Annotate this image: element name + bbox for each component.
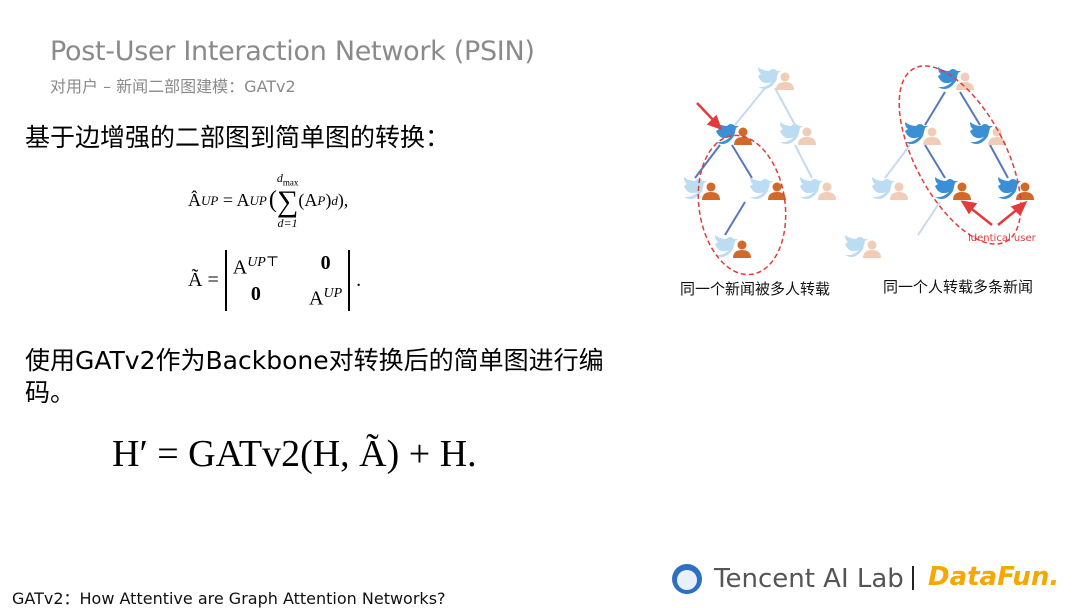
user-icon bbox=[734, 127, 752, 145]
a22-sup: UP bbox=[323, 285, 343, 301]
tencent-logo-text: Tencent AI Lab bbox=[714, 564, 904, 594]
news-bird-icon bbox=[938, 67, 961, 89]
user-icon bbox=[733, 240, 751, 258]
sum-bottom: d=1 bbox=[277, 216, 298, 231]
f2-lhs: Ã = bbox=[188, 269, 219, 292]
news-bird-icon bbox=[845, 235, 868, 257]
f1-rest2-sup: d bbox=[331, 192, 338, 208]
arrow-icon bbox=[696, 102, 1028, 226]
f2-end: . bbox=[356, 269, 362, 292]
user-icon bbox=[702, 182, 720, 200]
sum-top-sub: max bbox=[282, 177, 299, 188]
f1-lhs: Â bbox=[188, 190, 201, 211]
f1-eq: = A bbox=[218, 190, 250, 211]
news-bird-icon bbox=[998, 177, 1021, 199]
news-bird-icon bbox=[970, 122, 993, 144]
slide-subtitle: 对用户 – 新闻二部图建模：GATv2 bbox=[50, 77, 296, 96]
news-bird-icon bbox=[684, 177, 707, 199]
formula-gatv2: H′ = GATv2(H, Ã) + H. bbox=[112, 433, 477, 475]
news-bird-icon bbox=[935, 177, 958, 199]
highlight-ellipse-right bbox=[898, 65, 1022, 245]
news-bird-icon bbox=[780, 122, 803, 144]
a11: A bbox=[232, 256, 248, 279]
f1-end: ), bbox=[337, 190, 349, 211]
news-bird-icon bbox=[905, 122, 928, 144]
news-bird-icon bbox=[750, 177, 773, 199]
a12: 0 bbox=[320, 252, 331, 274]
body-text: 使用GATv2作为Backbone对转换后的简单图进行编码。 bbox=[25, 346, 604, 407]
citation: GATv2：How Attentive are Graph Attention … bbox=[12, 589, 446, 608]
news-bird-icon bbox=[716, 122, 739, 144]
user-icon bbox=[1016, 182, 1034, 200]
caption-left: 同一个新闻被多人转载 bbox=[680, 280, 831, 298]
formula-a-tilde: Ã = AUP⊤ 0 0 AUP . bbox=[188, 250, 362, 312]
sum-symbol: ∑ bbox=[276, 185, 299, 219]
f1-rest-sup: P bbox=[317, 192, 326, 208]
user-icon bbox=[798, 127, 816, 145]
user-icon bbox=[953, 182, 971, 200]
news-bird-icon bbox=[758, 67, 781, 89]
highlight-ellipse-left bbox=[697, 134, 787, 276]
slide-title: Post-User Interaction Network (PSIN) bbox=[50, 36, 535, 67]
logo-divider bbox=[912, 566, 914, 590]
news-bird-icon bbox=[715, 235, 738, 257]
user-icon bbox=[863, 240, 881, 258]
user-icon bbox=[818, 182, 836, 200]
user-icon bbox=[890, 182, 908, 200]
a21: 0 bbox=[250, 282, 261, 305]
tencent-logo-icon bbox=[672, 564, 702, 594]
user-icon bbox=[923, 127, 941, 145]
datafun-logo: DataFun. bbox=[928, 562, 1060, 592]
news-bird-icon bbox=[872, 177, 895, 199]
a22: A bbox=[309, 287, 324, 310]
heading: 基于边增强的二部图到简单图的转换： bbox=[25, 123, 451, 152]
f1-sup: UP bbox=[249, 192, 267, 208]
sum-top: d bbox=[276, 171, 283, 185]
f1-lhs-sup: UP bbox=[201, 192, 219, 208]
f1-rest2: ) bbox=[325, 190, 332, 211]
news-bird-icon bbox=[800, 177, 823, 199]
user-icon bbox=[776, 72, 794, 90]
matrix: AUP⊤ 0 0 AUP bbox=[224, 250, 351, 312]
f1-rest: (A bbox=[298, 190, 318, 211]
a11-sup: UP⊤ bbox=[247, 255, 280, 270]
tencent-logo: Tencent AI Lab bbox=[670, 562, 904, 596]
user-icon bbox=[956, 72, 974, 90]
identical-user-label: identical user bbox=[968, 233, 1037, 244]
user-icon bbox=[768, 182, 786, 200]
caption-right: 同一个人转载多条新闻 bbox=[883, 278, 1034, 296]
